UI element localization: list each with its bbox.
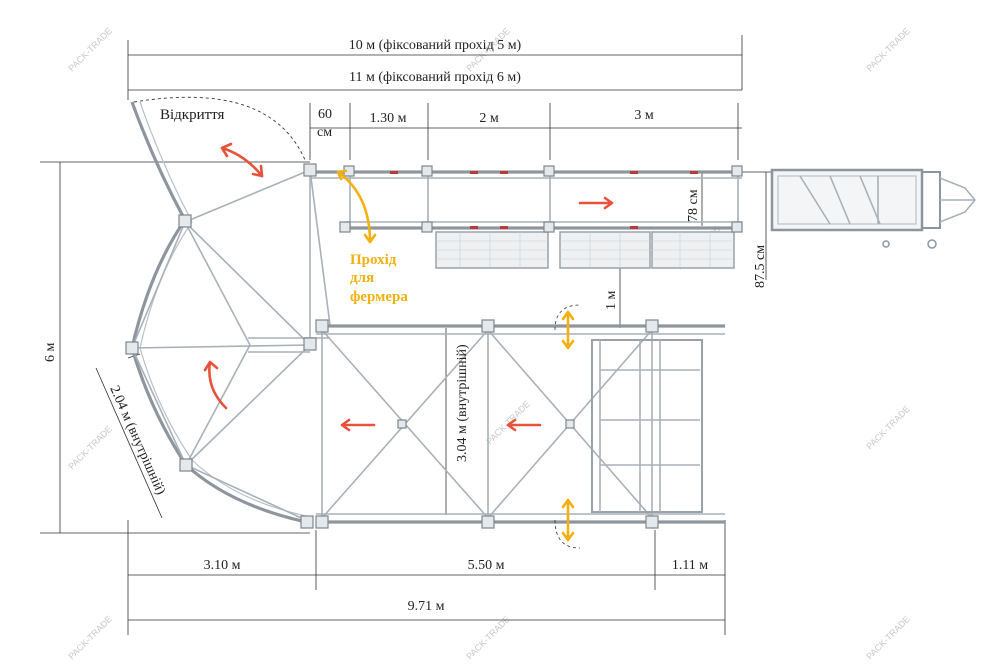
watermark-text: PACK-TRADE	[464, 614, 512, 662]
label-farmer-passage-1: Прохід	[350, 252, 397, 268]
dim-bottom-310: 3.10 м	[204, 558, 241, 573]
dim-seg-2: 2 м	[479, 111, 499, 126]
upper-alley	[310, 170, 742, 269]
dim-width-875: 87.5 см	[753, 245, 768, 288]
watermark-text: PACK-TRADE	[864, 614, 912, 662]
watermark-text: PACK-TRADE	[864, 26, 912, 74]
dim-inner-304: 3.04 м (внутрішній)	[455, 344, 470, 462]
watermark-text: PACK-TRADE	[66, 26, 114, 74]
dim-height-6m: 6 м	[43, 343, 58, 363]
double-arrow-vertical-icon	[561, 498, 575, 542]
red-arrows	[203, 142, 614, 432]
label-farmer-passage-2: для	[350, 270, 374, 286]
arrow-right-icon	[578, 196, 614, 210]
dim-top-10m: 10 м (фіксований прохід 5 м)	[349, 38, 522, 53]
watermark-text: PACK-TRADE	[484, 399, 532, 447]
dim-seg-130: 1.30 м	[370, 111, 407, 126]
gate-swing-arc	[133, 96, 306, 161]
round-pen-crowding-tub	[130, 101, 331, 524]
gate-swing-arc	[554, 304, 581, 331]
dim-gap-1m: 1 м	[604, 291, 619, 311]
watermark-text: PACK-TRADE	[66, 424, 114, 472]
dim-bottom-550: 5.50 м	[468, 558, 505, 573]
dim-top-11m: 11 м (фіксований прохід 6 м)	[349, 70, 521, 85]
double-arrow-vertical-icon	[561, 310, 575, 350]
dim-gate-cm: см	[317, 125, 332, 140]
dim-seg-3: 3 м	[634, 108, 654, 123]
label-farmer-passage-3: фермера	[350, 289, 408, 305]
farmer-passage-arrow-icon	[336, 170, 377, 244]
arrow-left-icon	[506, 418, 542, 432]
trailer	[770, 168, 977, 249]
arrow-left-icon	[340, 418, 376, 432]
dim-width-78: 78 см	[686, 189, 701, 222]
label-opening: Відкриття	[160, 107, 225, 123]
watermark-text: PACK-TRADE	[66, 614, 114, 662]
double-arrow-icon	[220, 146, 264, 178]
watermark-text: PACK-TRADE	[864, 404, 912, 452]
dim-gate-60: 60	[318, 107, 332, 122]
dimension-lines	[40, 35, 780, 635]
curved-arrow-icon	[203, 360, 228, 410]
dim-bottom-111: 1.11 м	[672, 558, 708, 573]
yellow-arrows	[336, 169, 575, 542]
joint-nodes	[125, 163, 743, 529]
lower-alley	[316, 324, 725, 524]
dim-bottom-971: 9.71 м	[408, 599, 445, 614]
